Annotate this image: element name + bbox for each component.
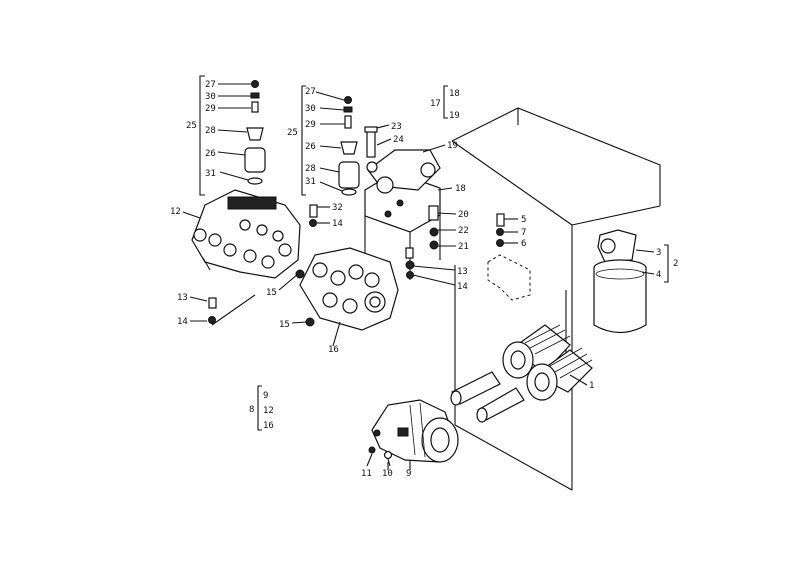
callout-30: 30 [305,104,316,114]
bolt-stack-5-7-6 [496,213,505,247]
callout-16: 16 [328,345,339,355]
callout-8: 8 [249,405,254,415]
callout-15: 15 [279,320,290,330]
callout-10: 10 [382,469,393,479]
callout-23: 23 [391,122,402,132]
callout-30: 30 [205,92,216,102]
callout-14: 14 [177,317,188,327]
callout-16: 16 [263,421,274,431]
manifold-block [364,126,441,280]
callout-24: 24 [393,135,404,145]
callout-2: 2 [673,259,678,269]
callout-32: 32 [332,203,343,213]
callout-28: 28 [205,126,216,136]
callout-27: 27 [305,87,316,97]
callout-11: 11 [361,469,372,479]
callout-4: 4 [656,270,661,280]
callout-7: 7 [521,228,526,238]
leader-lines [182,75,669,470]
callout-19: 19 [449,111,460,121]
suction-tubes [450,371,525,423]
callout-31: 31 [205,169,216,179]
hydraulic-pump [371,399,459,463]
relief-valve-stack-right [338,96,360,196]
callout-labels: 27 30 29 25 28 26 31 12 27 30 29 25 26 2… [170,80,678,479]
callout-31: 31 [305,177,316,187]
callout-3: 3 [656,248,661,258]
callout-1: 1 [589,381,594,391]
suction-strainers [502,324,593,401]
callout-26: 26 [305,142,316,152]
callout-21: 21 [458,242,469,252]
callout-5: 5 [521,215,526,225]
callout-19: 19 [447,141,458,151]
callout-13: 13 [177,293,188,303]
callout-18: 18 [449,89,460,99]
tank-housing [451,107,661,491]
callout-18: 18 [455,184,466,194]
callout-22: 22 [458,226,469,236]
pump-bolts [368,446,393,467]
loose-bolts-left [208,297,217,324]
callout-14: 14 [332,219,343,229]
callout-25: 25 [186,121,197,131]
callout-13: 13 [457,267,468,277]
callout-12: 12 [263,406,274,416]
callout-26: 26 [205,149,216,159]
control-valve-bank-left [191,189,305,279]
callout-28: 28 [305,164,316,174]
callout-9: 9 [406,469,411,479]
callout-29: 29 [205,104,216,114]
callout-9: 9 [263,391,268,401]
callout-15: 15 [266,288,277,298]
control-valve-bank-center [299,204,399,331]
callout-29: 29 [305,120,316,130]
callout-25: 25 [287,128,298,138]
callout-6: 6 [521,239,526,249]
callout-27: 27 [205,80,216,90]
callout-14: 14 [457,282,468,292]
relief-valve-stack-left [244,80,266,185]
callout-20: 20 [458,210,469,220]
loose-bolts-center [405,247,414,279]
callout-17: 17 [430,99,441,109]
callout-12: 12 [170,207,181,217]
return-filter [593,229,647,334]
